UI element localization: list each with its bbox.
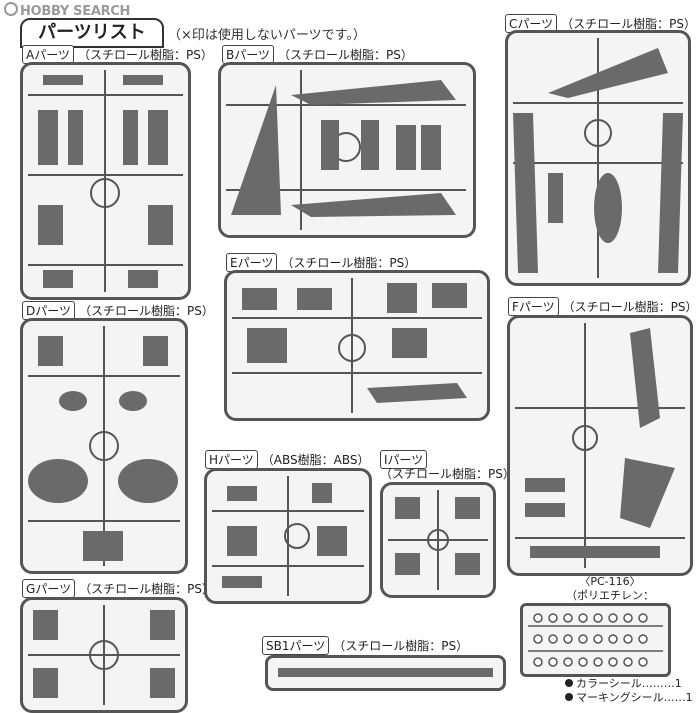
runner-c-drawing [513, 38, 683, 278]
runner-h-drawing [212, 476, 364, 596]
runner-f [507, 315, 693, 576]
section-label-a: Aパーツ（スチロール樹脂：PS） [22, 45, 213, 64]
bullet-icon [565, 693, 573, 701]
page-note: （×印は使用しないパーツです。） [168, 28, 366, 43]
decal-list: カラーシール………1 マーキングシール……1 [565, 677, 693, 705]
runner-e-drawing [232, 278, 482, 413]
runner-sb1-drawing [278, 668, 493, 677]
runner-g-drawing [28, 605, 180, 705]
runner-g [20, 597, 188, 713]
runner-b [218, 62, 476, 238]
pc-116-code: 〈PC-116〉 [579, 575, 641, 588]
section-label-c: Cパーツ（スチロール樹脂：PS） [505, 14, 696, 33]
runner-a-drawing [28, 70, 183, 292]
runner-a [20, 62, 191, 300]
runner-b-drawing [226, 70, 466, 230]
page-title: パーツリスト [20, 18, 164, 48]
section-label-g: Gパーツ（スチロール樹脂：PS） [22, 579, 214, 598]
runner-c [505, 30, 691, 286]
runner-pc-116 [520, 603, 671, 677]
section-label-d: Dパーツ（スチロール樹脂：PS） [22, 301, 214, 320]
decal-item-marking: マーキングシール……1 [565, 691, 693, 705]
runner-sb1 [265, 655, 506, 691]
runner-i-drawing [388, 490, 488, 590]
section-material-i: （スチロール樹脂：PS） [380, 467, 515, 481]
decal-item-color: カラーシール………1 [565, 677, 693, 691]
watermark-text: HOBBY SEARCH [20, 4, 131, 19]
section-label-h: Hパーツ（ABS樹脂：ABS） [205, 450, 370, 469]
section-label-i: Iパーツ [380, 450, 431, 469]
watermark-logo: HOBBY SEARCH [4, 2, 130, 19]
runner-i [380, 482, 496, 598]
section-label-b: Bパーツ（スチロール樹脂：PS） [222, 45, 413, 64]
logo-icon [4, 2, 18, 16]
runner-f-drawing [515, 323, 685, 568]
runner-d [20, 318, 188, 574]
runner-e [224, 270, 490, 421]
runner-h [204, 468, 372, 604]
section-label-sb1: SB1パーツ（スチロール樹脂：PS） [262, 636, 468, 655]
runner-d-drawing [28, 326, 180, 566]
bullet-icon [565, 679, 573, 687]
runner-pc-116-drawing [528, 613, 663, 667]
section-label-e: Eパーツ（スチロール樹脂：PS） [226, 253, 416, 272]
section-label-f: Fパーツ（スチロール樹脂：PS） [508, 297, 698, 316]
